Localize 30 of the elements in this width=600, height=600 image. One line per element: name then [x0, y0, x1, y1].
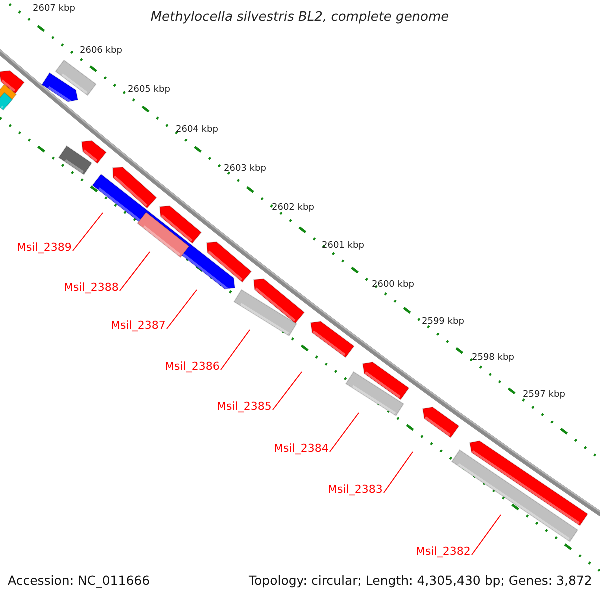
scale-label: 2602 kbp — [272, 204, 314, 213]
leader-line — [384, 452, 414, 494]
gene-label: Msil_2386 — [164, 361, 221, 372]
gene-label: Msil_2385 — [216, 401, 273, 412]
gene-label: Msil_2382 — [415, 546, 472, 557]
gene-label: Msil_2383 — [327, 484, 384, 495]
gene-label: Msil_2384 — [273, 443, 330, 454]
gene-label: Msil_2389 — [16, 242, 73, 253]
scale-label: 2607 kbp — [33, 5, 76, 14]
leader-line — [120, 252, 150, 292]
scale-label: 2601 kbp — [322, 242, 364, 251]
scale-label: 2598 kbp — [472, 354, 514, 363]
leader-line — [472, 514, 502, 556]
leader-line — [220, 330, 250, 370]
title: Methylocella silvestris BL2, complete genome — [150, 11, 450, 24]
gene-label: Msil_2388 — [63, 282, 120, 293]
scale-label: 2597 kbp — [523, 391, 566, 400]
leader-line — [272, 372, 302, 410]
gene-label: Msil_2387 — [110, 320, 167, 331]
footer-text: Accession: NC_011666 — [8, 575, 150, 588]
scale-label: 2606 kbp — [80, 47, 122, 56]
footer-text: Topology: circular; Length: 4,305,430 bp; Genes: 3,872 — [249, 575, 592, 588]
scale-label: 2604 kbp — [176, 126, 218, 135]
scale-label: 2603 kbp — [224, 165, 266, 174]
leader-line — [72, 212, 104, 252]
leader-line — [166, 290, 198, 330]
leader-line — [330, 412, 360, 452]
scale-label: 2600 kbp — [372, 281, 414, 290]
scale-label: 2599 kbp — [422, 318, 464, 327]
scale-label: 2605 kbp — [128, 86, 170, 95]
